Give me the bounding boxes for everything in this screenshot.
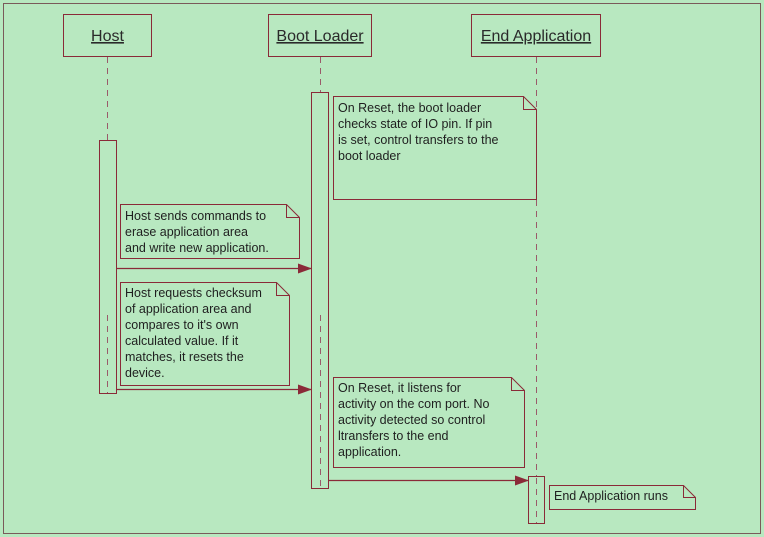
note-reset-check-line-3: is set, control transfers to the [338, 133, 499, 147]
participant-host-box[interactable] [63, 14, 152, 57]
activation-end-application [528, 476, 545, 524]
note-host-checksum: Host requests checksum of application ar… [120, 282, 290, 386]
note-reset-listen-line-1: On Reset, it listens for [338, 381, 461, 395]
note-host-commands-line-2: erase application area [125, 225, 248, 239]
note-host-checksum-line-6: device. [125, 366, 165, 380]
note-host-commands: Host sends commands to erase application… [120, 204, 300, 259]
note-reset-listen: On Reset, it listens for activity on the… [333, 377, 525, 468]
note-reset-listen-line-2: activity on the com port. No [338, 397, 490, 411]
participant-end-application-box[interactable] [471, 14, 601, 57]
diagram-frame [3, 3, 761, 534]
note-reset-listen-line-5: application. [338, 445, 401, 459]
note-app-runs-line-1: End Application runs [554, 489, 668, 503]
note-host-commands-line-3: and write new application. [125, 241, 269, 255]
note-reset-listen-line-4: ltransfers to the end [338, 429, 449, 443]
participant-host-label: Host [91, 28, 124, 45]
participant-boot-loader-label: Boot Loader [276, 28, 364, 45]
lifeline-end-application: End Application [471, 14, 601, 524]
activation-host [99, 140, 117, 394]
lifeline-host: Host [63, 14, 152, 394]
note-reset-listen-line-3: activity detected so control [338, 413, 485, 427]
note-host-checksum-line-1: Host requests checksum [125, 286, 262, 300]
note-reset-check-line-1: On Reset, the boot loader [338, 101, 481, 115]
activation-boot-loader [311, 92, 329, 489]
note-host-checksum-line-4: calculated value. If it [125, 334, 239, 348]
lifeline-boot-loader: Boot Loader [268, 14, 372, 489]
note-reset-check-line-4: boot loader [338, 149, 401, 163]
participant-end-application-label: End Application [481, 28, 591, 45]
note-host-checksum-line-2: of application area and [125, 302, 252, 316]
note-reset-check-line-2: checks state of IO pin. If pin [338, 117, 492, 131]
note-host-checksum-line-3: compares to it's own [125, 318, 239, 332]
note-reset-check: On Reset, the boot loader checks state o… [333, 96, 537, 200]
note-host-checksum-line-5: matches, it resets the [125, 350, 244, 364]
participant-boot-loader-box[interactable] [268, 14, 372, 57]
note-host-commands-line-1: Host sends commands to [125, 209, 266, 223]
note-app-runs: End Application runs [549, 485, 696, 510]
